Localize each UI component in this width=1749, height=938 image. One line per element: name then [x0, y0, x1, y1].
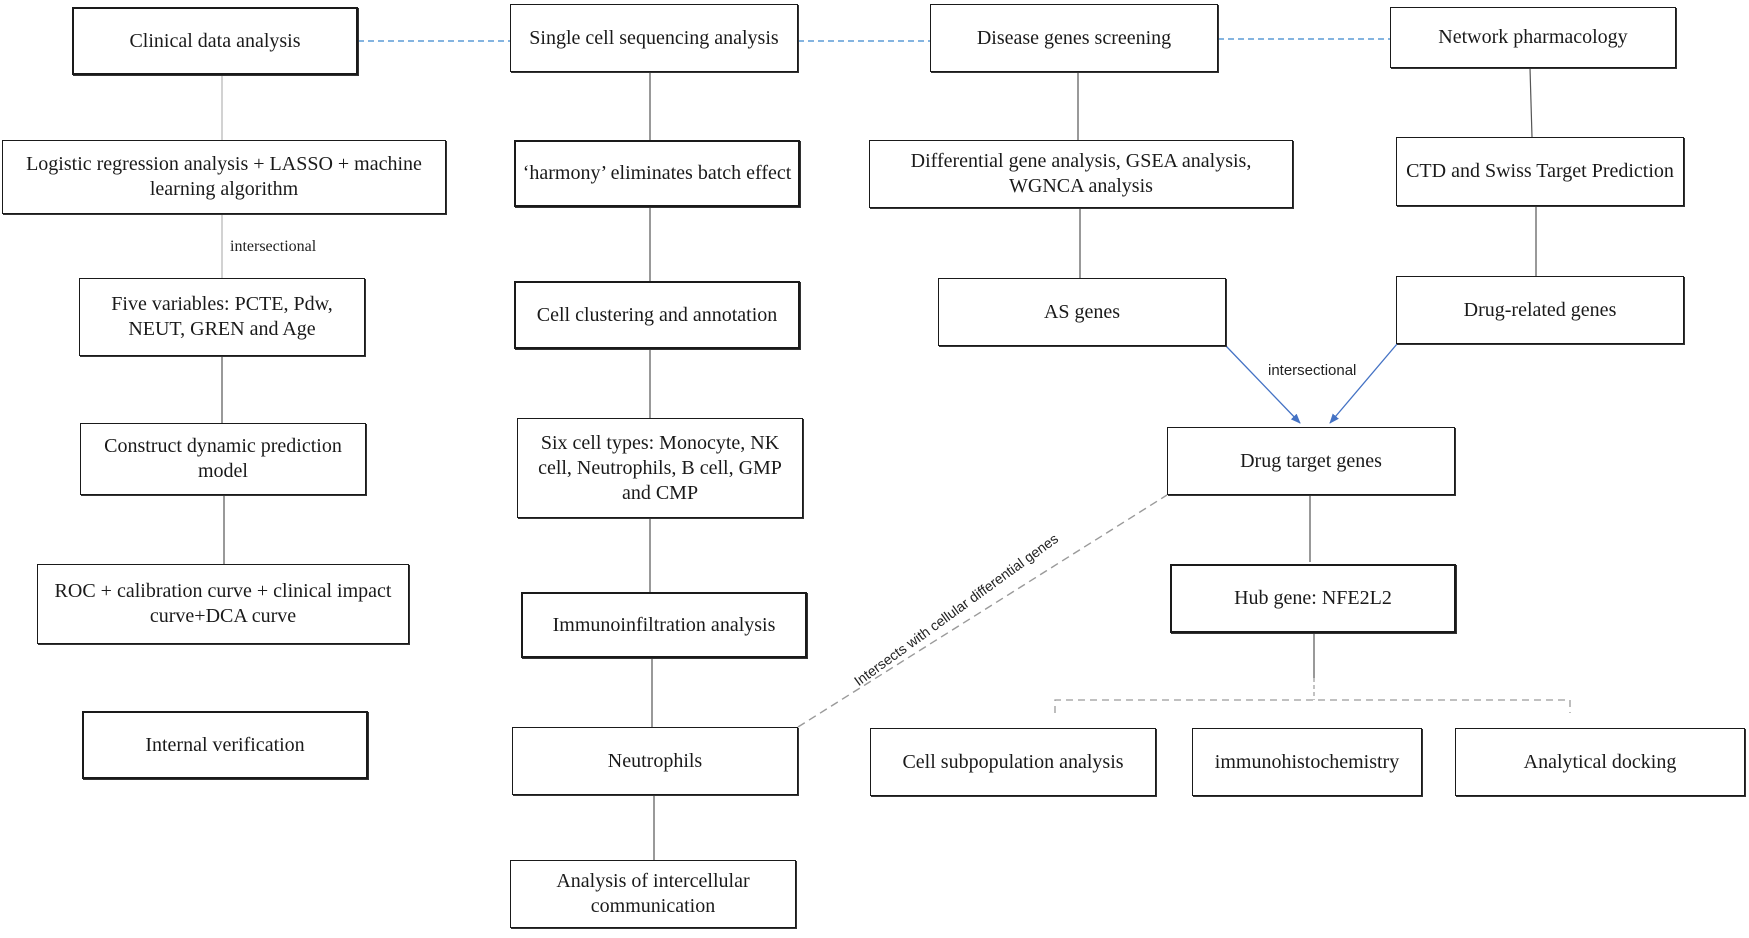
clinical-step-1-box: Logistic regression analysis + LASSO + m…: [2, 140, 446, 214]
network-header-box: Network pharmacology: [1390, 7, 1676, 68]
disease-header-box: Disease genes screening: [930, 4, 1218, 72]
drug-target-box: Drug target genes: [1167, 427, 1455, 495]
clinical-step-4-box: ROC + calibration curve + clinical impac…: [37, 564, 409, 644]
network-connector-1: [1529, 67, 1533, 138]
sc-step-4-box: Immunoinfiltration analysis: [521, 592, 807, 658]
clinical-step-5-box: Internal verification: [82, 711, 368, 779]
network-step-1-box: CTD and Swiss Target Prediction: [1396, 137, 1684, 206]
outcome-bracket: [1054, 699, 1571, 713]
arrow-drug-related: [1329, 343, 1398, 424]
cross-link-line: [797, 494, 1168, 728]
sc-header-box: Single cell sequencing analysis: [510, 4, 798, 72]
sc-step-2-box: Cell clustering and annotation: [514, 281, 800, 349]
clinical-step-3-box: Construct dynamic prediction model: [80, 423, 366, 495]
merge-intersectional-label: intersectional: [1268, 362, 1357, 379]
outcome-3-box: Analytical docking: [1455, 728, 1745, 796]
disease-step-2-box: AS genes: [938, 278, 1226, 346]
clinical-header-box: Clinical data analysis: [72, 7, 358, 75]
sc-step-3-box: Six cell types: Monocyte, NK cell, Neutr…: [517, 418, 803, 518]
disease-step-1-box: Differential gene analysis, GSEA analysi…: [869, 140, 1293, 208]
hub-gene-box: Hub gene: NFE2L2: [1170, 564, 1456, 633]
outcome-2-box: immunohistochemistry: [1192, 728, 1422, 796]
sc-step-5-box: Neutrophils: [512, 727, 798, 795]
network-step-2-box: Drug-related genes: [1396, 276, 1684, 344]
sc-step-1-box: ‘harmony’ eliminates batch effect: [514, 140, 800, 207]
arrow-as-genes: [1225, 345, 1301, 424]
sc-step-6-box: Analysis of intercellular communication: [510, 860, 796, 928]
clinical-step-2-box: Five variables: PCTE, Pdw, NEUT, GREN an…: [79, 278, 365, 356]
clinical-intersectional-label: intersectional: [230, 238, 317, 255]
outcome-1-box: Cell subpopulation analysis: [870, 728, 1156, 796]
